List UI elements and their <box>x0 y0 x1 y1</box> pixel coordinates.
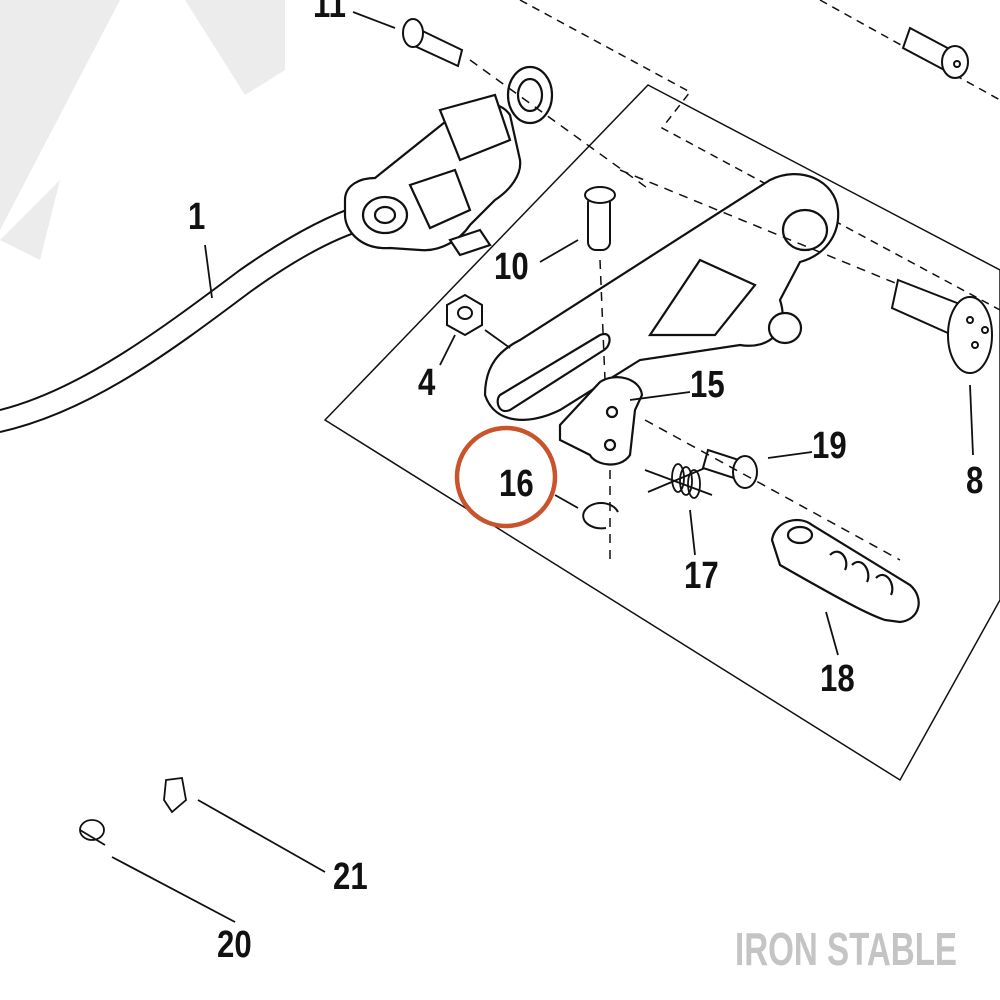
callout-18: 18 <box>820 658 855 700</box>
callout-8: 8 <box>966 460 984 502</box>
callout-20: 20 <box>217 924 252 966</box>
dashed-boundary <box>519 0 1000 311</box>
callout-10: 10 <box>494 246 529 288</box>
footpeg-bolt <box>890 278 993 374</box>
clevis-pin <box>402 18 464 68</box>
callout-15: 15 <box>690 364 725 406</box>
highlight-ring <box>454 425 558 529</box>
callout-11: 11 <box>313 0 346 26</box>
callout-17: 17 <box>684 555 719 597</box>
callout-16: 16 <box>499 463 534 505</box>
callout-1: 1 <box>188 196 206 238</box>
top-right-bolt <box>901 26 969 79</box>
brand-watermark: IRON STABLE <box>735 923 958 975</box>
hex-nut <box>446 293 483 337</box>
countersunk-screw <box>701 448 758 489</box>
e-clip <box>582 502 619 530</box>
toe-peg <box>770 518 920 624</box>
small-clip <box>79 777 187 846</box>
rod-end-assembly <box>343 65 554 257</box>
lever-clevis <box>558 376 644 466</box>
shift-lever <box>483 173 840 421</box>
assembly-boundary <box>323 84 1000 782</box>
pivot-pin <box>584 186 616 251</box>
callout-4: 4 <box>418 362 436 404</box>
return-spring <box>644 463 713 499</box>
callout-21: 21 <box>333 856 368 898</box>
watermark-shape <box>0 0 285 260</box>
dashed-axis-lines <box>469 59 901 561</box>
callout-19: 19 <box>812 425 847 467</box>
leader-lines <box>111 11 974 923</box>
shift-rod <box>0 204 371 433</box>
